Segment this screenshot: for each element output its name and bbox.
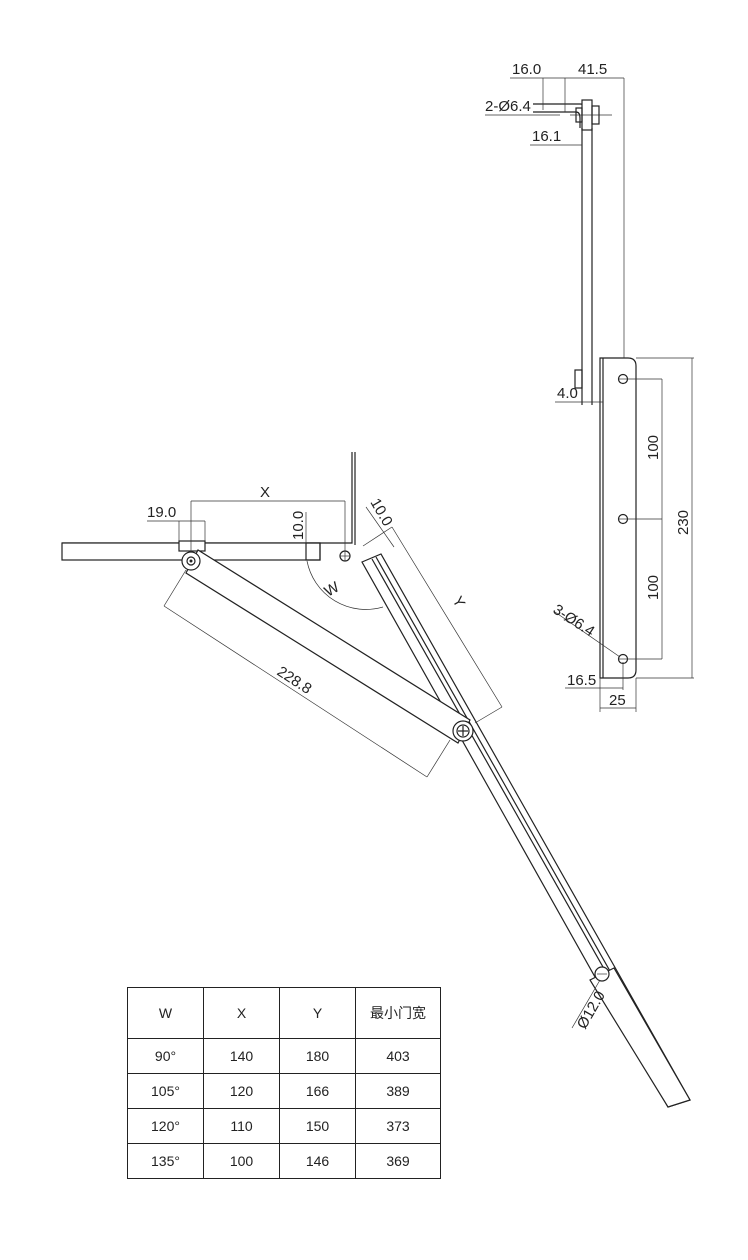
dim-16-5: 16.5 [567, 672, 596, 689]
cell: 180 [279, 1038, 356, 1074]
dim-x: X [260, 484, 270, 501]
cell: 120 [203, 1073, 280, 1109]
cell: 120° [127, 1108, 204, 1144]
lower-nut [574, 369, 583, 389]
side-dimension-lines [485, 77, 694, 712]
header-x: X [203, 987, 280, 1039]
header-min-door-width: 最小门宽 [355, 987, 441, 1039]
dim-w: W [322, 578, 343, 600]
cell: 135° [127, 1143, 204, 1179]
dim-16-0: 16.0 [512, 61, 541, 78]
table-header-row: W X Y 最小门宽 [127, 987, 441, 1039]
arm-extension [589, 967, 691, 1108]
dim-100-upper: 100 [645, 435, 662, 460]
dim-4-0: 4.0 [557, 385, 578, 402]
dim-25: 25 [609, 692, 626, 709]
cell: 369 [355, 1143, 441, 1179]
cell: 100 [203, 1143, 280, 1179]
pivot-door [181, 551, 201, 571]
dim-2-holes: 2-Ø6.4 [485, 98, 531, 115]
side-view-bracket: 16.0 41.5 2-Ø6.4 16.1 4.0 100 100 230 3-… [485, 61, 694, 712]
cell: 110 [203, 1108, 280, 1144]
dim-230: 230 [675, 510, 692, 535]
cabinet-wall [62, 452, 353, 544]
plate-hole [617, 373, 629, 385]
pivot-lower [594, 966, 610, 982]
cell: 140 [203, 1038, 280, 1074]
dim-10-0-vertical: 10.0 [290, 511, 307, 540]
plate-hole [617, 513, 629, 525]
header-w: W [127, 987, 204, 1039]
dim-3-holes: 3-Ø6.4 [550, 601, 598, 640]
cell: 146 [279, 1143, 356, 1179]
stop-block [305, 542, 321, 561]
cell: 90° [127, 1038, 204, 1074]
dim-10-0-angled: 10.0 [367, 496, 396, 530]
dim-100-lower: 100 [645, 575, 662, 600]
dim-16-1: 16.1 [532, 128, 561, 145]
cell: 150 [279, 1108, 356, 1144]
cell: 166 [279, 1073, 356, 1109]
cell: 105° [127, 1073, 204, 1109]
cell: 403 [355, 1038, 441, 1074]
cell: 389 [355, 1073, 441, 1109]
dim-pivot-diameter: Ø12.0 [574, 988, 609, 1032]
pivot-center [452, 720, 474, 742]
dim-41-5: 41.5 [578, 61, 607, 78]
header-y: Y [279, 987, 356, 1039]
dim-228-8: 228.8 [274, 663, 315, 698]
dim-19-0: 19.0 [147, 504, 176, 521]
cell: 373 [355, 1108, 441, 1144]
dim-y: Y [449, 594, 469, 611]
linkage-dimension-lines [147, 500, 601, 1029]
hinge-mount [178, 540, 206, 552]
pivot-cabinet [339, 550, 351, 562]
